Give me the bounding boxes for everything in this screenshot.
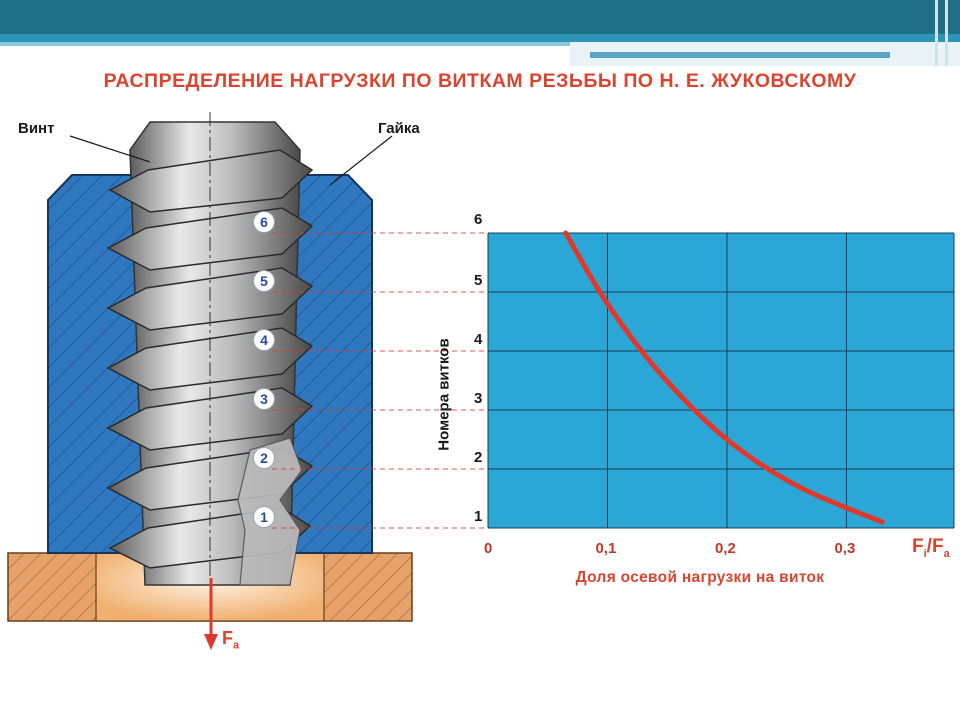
x-tick-0,3: 0,3 bbox=[834, 540, 856, 557]
y-tick-6: 6 bbox=[474, 211, 483, 228]
header-divider bbox=[935, 0, 938, 66]
turn-badge-4: 4 bbox=[254, 330, 274, 350]
ratio-divider: /F bbox=[926, 536, 944, 557]
turn-badge-6: 6 bbox=[254, 212, 274, 232]
ratio-subscript-i: i bbox=[923, 547, 927, 560]
y-axis-label: Номера витков bbox=[435, 338, 453, 451]
screw-label: Винт bbox=[18, 120, 55, 137]
force-arrowhead bbox=[204, 634, 218, 650]
nut-leader bbox=[329, 135, 393, 186]
slide-title: РАСПРЕДЕЛЕНИЕ НАГРУЗКИ ПО ВИТКАМ РЕЗЬБЫ … bbox=[103, 70, 857, 92]
ratio-subscript-a: a bbox=[943, 547, 950, 560]
x-axis-label: Доля осевой нагрузки на виток bbox=[575, 569, 825, 586]
turn-badge-5: 5 bbox=[254, 271, 274, 291]
screw-leader bbox=[69, 135, 151, 163]
x-axis-unit: Fi/Fa bbox=[912, 536, 950, 560]
header-band bbox=[0, 0, 960, 34]
y-tick-2: 2 bbox=[474, 449, 483, 466]
nut-label: Гайка bbox=[378, 120, 420, 137]
axial-force-label: Fa bbox=[222, 628, 239, 652]
y-tick-1: 1 bbox=[474, 508, 483, 525]
turn-badge-2: 2 bbox=[254, 448, 274, 468]
x-tick-0,2: 0,2 bbox=[714, 540, 736, 557]
chart-series-line bbox=[563, 230, 885, 525]
x-tick-0: 0 bbox=[484, 540, 493, 557]
turn-badge-3: 3 bbox=[254, 389, 274, 409]
chart-plot-area bbox=[488, 233, 954, 528]
header-divider bbox=[945, 0, 948, 66]
ratio-symbol: F bbox=[912, 536, 924, 557]
turn-badge-1: 1 bbox=[254, 507, 274, 527]
header-band-stripe bbox=[0, 34, 960, 42]
turn-connectors bbox=[272, 232, 488, 529]
y-tick-4: 4 bbox=[474, 331, 483, 348]
force-subscript: a bbox=[233, 639, 240, 652]
y-tick-3: 3 bbox=[474, 390, 483, 407]
header-band-bar bbox=[590, 52, 890, 58]
y-tick-5: 5 bbox=[474, 272, 483, 289]
chart-grid bbox=[487, 232, 955, 529]
x-tick-0,1: 0,1 bbox=[595, 540, 617, 557]
force-symbol: F bbox=[222, 628, 233, 648]
header-band-stripe bbox=[0, 42, 570, 46]
